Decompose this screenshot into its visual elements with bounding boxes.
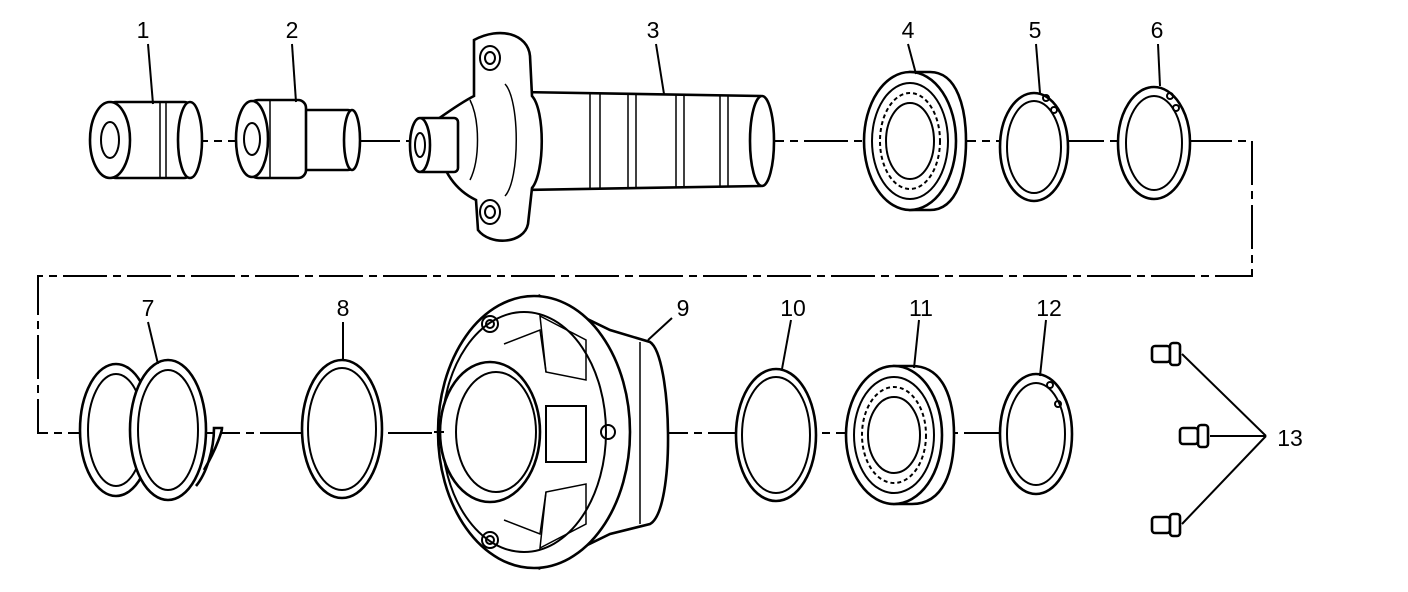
part-7-spring bbox=[78, 358, 224, 502]
bolt-icon bbox=[1178, 423, 1210, 449]
part-6-snap-ring bbox=[1116, 85, 1192, 201]
part-11-bearing bbox=[844, 364, 956, 506]
part-13-bolts bbox=[1150, 341, 1267, 538]
part-9-hub bbox=[434, 293, 670, 571]
callout-11: 11 bbox=[909, 295, 933, 321]
part-4-bearing bbox=[862, 70, 968, 212]
callout-12: 12 bbox=[1036, 295, 1062, 321]
callout-7: 7 bbox=[142, 295, 155, 321]
callout-8: 8 bbox=[337, 295, 350, 321]
part-10-seal-ring bbox=[734, 367, 818, 503]
callout-labels: 1 2 3 4 5 6 7 8 9 10 11 12 13 bbox=[137, 17, 1303, 451]
part-3-shaft bbox=[408, 31, 776, 242]
bolt-icon bbox=[1150, 512, 1182, 538]
part-5-snap-ring bbox=[998, 91, 1070, 203]
callout-3: 3 bbox=[647, 17, 660, 43]
bolt-icon bbox=[1150, 341, 1182, 367]
part-2-stepped-bushing bbox=[234, 98, 362, 180]
callout-10: 10 bbox=[780, 295, 806, 321]
callout-2: 2 bbox=[286, 17, 299, 43]
callout-4: 4 bbox=[902, 17, 915, 43]
callout-13: 13 bbox=[1277, 425, 1303, 451]
part-1-bushing bbox=[88, 100, 204, 180]
part-8-seal-ring bbox=[300, 358, 384, 500]
leader-lines bbox=[147, 43, 1161, 377]
callout-5: 5 bbox=[1029, 17, 1042, 43]
callout-6: 6 bbox=[1151, 17, 1164, 43]
part-12-snap-ring bbox=[998, 372, 1074, 496]
callout-1: 1 bbox=[137, 17, 150, 43]
callout-9: 9 bbox=[677, 295, 690, 321]
